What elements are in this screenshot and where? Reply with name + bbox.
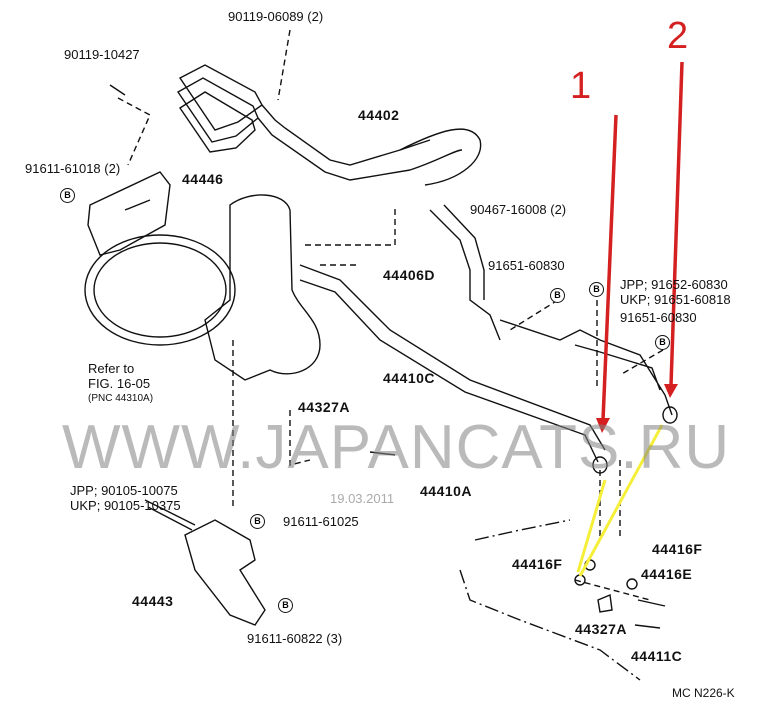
part-label: 44327A — [298, 399, 351, 415]
part-label: 44416E — [641, 566, 693, 582]
part-label: 90467-16008 (2) — [470, 202, 567, 217]
arrow-label-2: 2 — [667, 15, 689, 57]
bracket-44446 — [87, 171, 171, 256]
arrow-label-1: 1 — [570, 65, 592, 107]
reference-text: Refer to — [88, 361, 135, 376]
hose-44402 — [399, 128, 482, 186]
watermark: WWW.JAPANCATS.RU — [62, 413, 731, 482]
part-label: 44327A — [575, 621, 628, 637]
part-label: UKP; 90105-10375 — [70, 498, 181, 513]
figure-code: MC N226-K — [672, 686, 735, 700]
reference-text: FIG. 16-05 — [88, 376, 151, 391]
part-label: 44446 — [182, 171, 224, 187]
bolt-marker-icon: B — [589, 282, 604, 297]
part-label: 44416F — [512, 556, 563, 572]
part-label: JPP; 90105-10075 — [70, 483, 178, 498]
highlight-lines — [576, 424, 664, 577]
part-label: 91611-60822 (3) — [247, 631, 343, 646]
engine-block — [459, 519, 641, 681]
drive-belt — [84, 234, 236, 346]
bolt — [144, 499, 196, 531]
part-label: 91651-60830 — [620, 310, 697, 325]
part-label: UKP; 91651-60818 — [620, 292, 731, 307]
date-stamp: 19.03.2011 — [330, 491, 395, 506]
power-steering-pump — [204, 194, 321, 381]
bolt-marker-icon: B — [278, 598, 293, 613]
part-label: 44402 — [358, 107, 400, 123]
hose-44406D — [429, 204, 501, 341]
bolt-marker-icon: B — [550, 288, 565, 303]
part-label: 44406D — [383, 267, 436, 283]
bolt-marker-icon: B — [655, 335, 670, 350]
part-label: 44416F — [652, 541, 703, 557]
part-label: 44411C — [631, 648, 683, 664]
part-label: 44443 — [132, 593, 174, 609]
part-label: 91611-61018 (2) — [25, 161, 121, 176]
part-label: 44410A — [420, 483, 473, 499]
red-arrows — [601, 61, 684, 421]
part-label: 91651-60830 — [488, 258, 565, 273]
reference-text: (PNC 44310A) — [88, 393, 154, 404]
part-label: JPP; 91652-60830 — [620, 277, 728, 292]
bolt-marker-icon: B — [250, 514, 265, 529]
bolt-marker-icon: B — [60, 188, 75, 203]
part-label: 90119-06089 (2) — [228, 9, 324, 24]
bracket-44443 — [184, 519, 266, 626]
part-label: 91611-61025 — [283, 514, 359, 529]
pipe-44410C — [299, 264, 606, 463]
part-label: 90119-10427 — [64, 47, 140, 62]
part-label: 44410C — [383, 370, 436, 386]
